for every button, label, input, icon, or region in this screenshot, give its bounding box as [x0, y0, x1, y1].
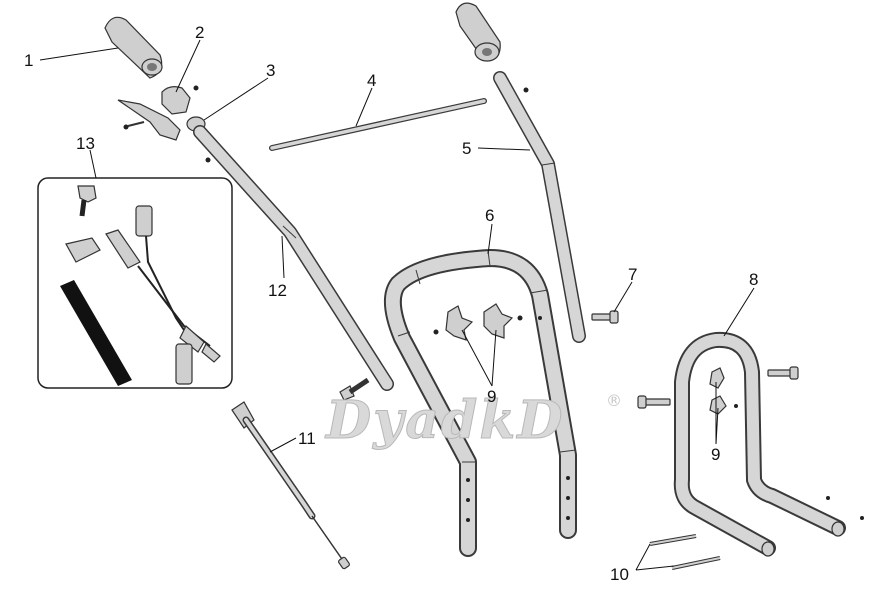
callout-12: 12	[268, 281, 287, 300]
part-1-left-grip	[104, 16, 163, 79]
callout-9-upper: 9	[487, 387, 496, 406]
leader-lines	[39, 39, 755, 571]
part-8-side-bolts	[637, 366, 799, 409]
part-4-connecting-rod	[269, 98, 487, 151]
part-9-knobs-upper	[433, 303, 542, 341]
callout-4: 4	[367, 71, 376, 90]
callout-8: 8	[749, 270, 758, 289]
part-10-long-bolts	[649, 534, 721, 570]
loose-bolt	[339, 377, 370, 401]
callout-9-lower: 9	[711, 445, 720, 464]
watermark-text: DyadkD	[324, 390, 564, 451]
part-13-detail-box	[37, 177, 233, 389]
callout-5: 5	[462, 139, 471, 158]
part-12-left-upper-tube	[193, 125, 394, 391]
part-9-knobs-lower	[709, 367, 738, 415]
part-8-rear-frame	[673, 331, 864, 557]
watermark: DyadkD ®	[324, 390, 623, 452]
part-1-right-grip	[455, 2, 501, 62]
part-7-bolt	[591, 310, 619, 324]
part-6-main-u-handle	[383, 249, 577, 557]
callout-3: 3	[266, 61, 275, 80]
callout-1: 1	[24, 51, 33, 70]
callout-11: 11	[298, 429, 316, 448]
callout-labels: 1 2 3 4 5 6 7 8 9 9 10 11 12 13	[24, 23, 758, 584]
part-11-throttle-cable	[231, 401, 350, 570]
callout-2: 2	[195, 23, 204, 42]
callout-13: 13	[76, 134, 95, 153]
watermark-registered-mark: ®	[606, 391, 622, 410]
part-5-right-upper-tube	[493, 71, 586, 343]
callout-10: 10	[610, 565, 629, 584]
callout-7: 7	[628, 265, 637, 284]
part-2-lever-assembly	[117, 85, 199, 141]
callout-6: 6	[485, 206, 494, 225]
